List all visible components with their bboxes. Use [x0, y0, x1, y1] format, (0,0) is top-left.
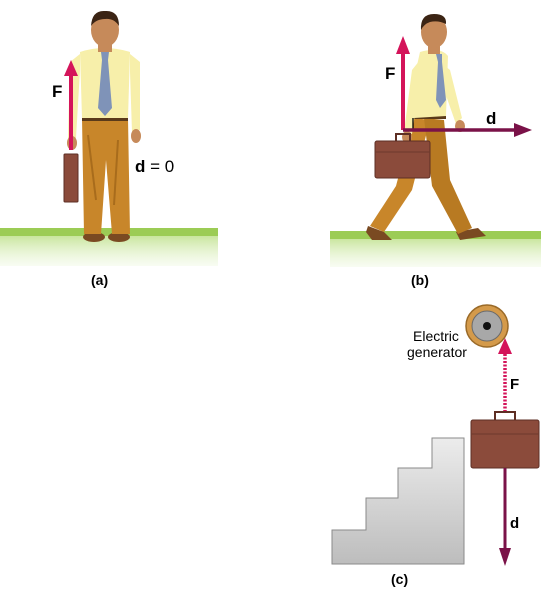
displacement-arrow-b: [403, 123, 532, 137]
force-label-b: F: [385, 64, 395, 83]
electric-generator: [465, 304, 509, 348]
stairs: [331, 437, 465, 565]
panel-b: F d (b): [330, 14, 541, 288]
force-label-c: F: [510, 376, 519, 393]
generator-label: Electric generator: [407, 328, 467, 360]
caption-c: (c): [391, 571, 408, 587]
caption-b: (b): [411, 272, 429, 288]
displacement-label-a: d = 0: [135, 157, 174, 176]
standing-man: [67, 10, 141, 242]
force-label-a: F: [52, 82, 62, 101]
walking-man: [366, 14, 486, 240]
briefcase-b: [374, 133, 431, 179]
force-arrow-c: [498, 338, 512, 412]
briefcase-c: [470, 411, 540, 469]
briefcase-a: [63, 153, 79, 203]
force-arrow-b: [396, 36, 410, 130]
panel-a: F d = 0 (a): [0, 10, 218, 288]
panel-c: Electric generator F d (c): [331, 304, 540, 587]
displacement-label-c: d: [510, 515, 519, 532]
caption-a: (a): [91, 272, 108, 288]
force-arrow-a: [64, 60, 78, 150]
displacement-arrow-c: [499, 468, 511, 566]
displacement-label-b: d: [486, 109, 496, 128]
